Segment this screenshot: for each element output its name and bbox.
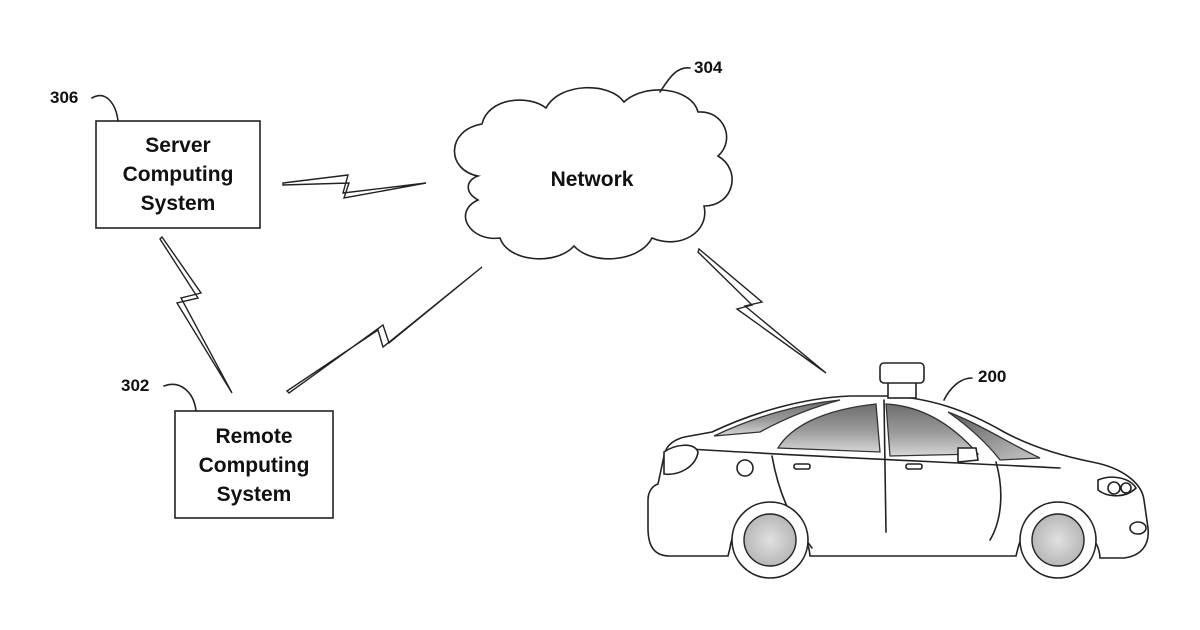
side-mirror bbox=[958, 448, 978, 462]
network-leader-line bbox=[660, 68, 690, 92]
remote-ref-number: 302 bbox=[121, 376, 149, 395]
server-label-line1: Server bbox=[145, 134, 210, 157]
network-reference: 304 bbox=[660, 58, 723, 92]
remote-computing-system: Remote Computing System bbox=[175, 411, 333, 518]
network-ref-number: 304 bbox=[694, 58, 723, 77]
server-reference: 306 bbox=[50, 88, 118, 121]
roof-sensor bbox=[880, 363, 924, 383]
roof-sensor-mount bbox=[888, 382, 916, 398]
network-cloud: Network bbox=[454, 88, 732, 259]
link-server-remote bbox=[160, 237, 232, 393]
link-network-vehicle bbox=[698, 249, 826, 373]
remote-label-line3: System bbox=[217, 483, 292, 506]
vehicle-leader-line bbox=[944, 378, 972, 400]
server-ref-number: 306 bbox=[50, 88, 78, 107]
network-label: Network bbox=[551, 168, 634, 191]
headlight-ring-1 bbox=[1108, 482, 1120, 494]
remote-leader-line bbox=[164, 384, 196, 411]
server-label-line2: Computing bbox=[123, 163, 234, 186]
remote-reference: 302 bbox=[121, 376, 196, 411]
vehicle-ref-number: 200 bbox=[978, 367, 1006, 386]
remote-label-line2: Computing bbox=[199, 454, 310, 477]
link-remote-network bbox=[287, 267, 482, 393]
server-leader-line bbox=[92, 96, 118, 121]
front-wheel bbox=[1020, 502, 1096, 578]
server-computing-system: Server Computing System bbox=[96, 121, 260, 228]
link-server-network bbox=[283, 175, 426, 198]
rear-wheel bbox=[732, 502, 808, 578]
fuel-cap bbox=[737, 460, 753, 476]
vehicle-reference: 200 bbox=[944, 367, 1006, 400]
front-door-handle bbox=[906, 464, 922, 469]
autonomous-vehicle bbox=[648, 363, 1148, 578]
remote-label-line1: Remote bbox=[215, 425, 292, 448]
fog-light bbox=[1130, 522, 1146, 534]
server-label-line3: System bbox=[141, 192, 216, 215]
rear-door-handle bbox=[794, 464, 810, 469]
headlight-ring-2 bbox=[1121, 483, 1131, 493]
